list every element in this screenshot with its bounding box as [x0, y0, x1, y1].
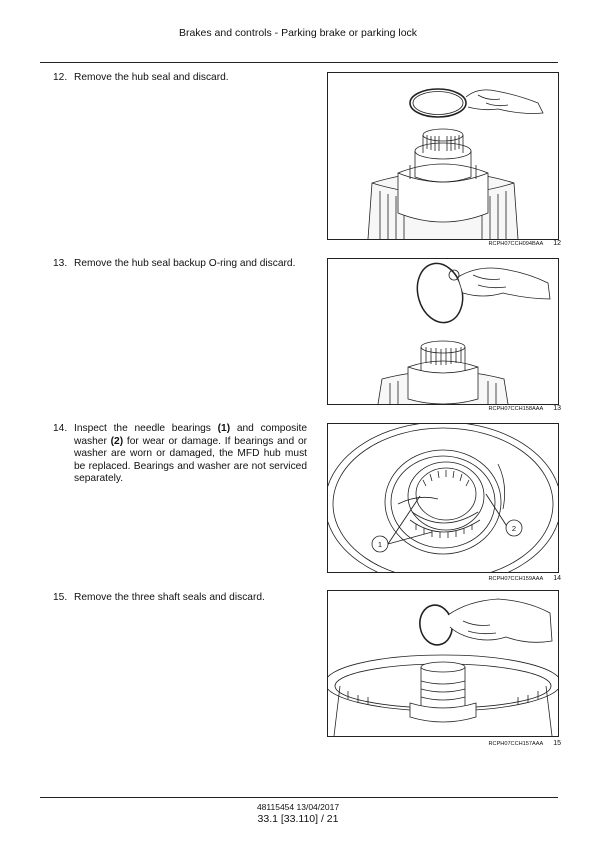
- figure-code: RCPH07CCH158AAA: [488, 406, 544, 412]
- figure-12-hub-seal-removal: [327, 72, 559, 240]
- step-text: Remove the hub seal backup O-ring and di…: [74, 258, 296, 269]
- step-14: 14. Inspect the needle bearings (1) and …: [53, 423, 307, 486]
- footer-page-number: 33.1 [33.110] / 21: [257, 813, 339, 825]
- figure-number: 12: [553, 240, 561, 247]
- callout-ref-1: (1): [217, 423, 231, 434]
- text-run: Inspect the needle bearings: [74, 423, 218, 434]
- figure-14-bearing-inspection: 1 2: [327, 423, 559, 573]
- figure-14-caption: RCPH07CCH159AAA 14: [327, 575, 561, 582]
- text-run: for wear or damage. If bearings and or w…: [74, 435, 307, 485]
- figure-13-caption: RCPH07CCH158AAA 13: [327, 405, 561, 412]
- step-number: 15.: [53, 592, 68, 603]
- hub-seal-illustration: [367, 88, 544, 239]
- footer-doc-id: 48115454 13/04/2017: [256, 802, 340, 812]
- figure-number: 14: [553, 575, 561, 582]
- page-header: Brakes and controls - Parking brake or p…: [178, 27, 418, 39]
- step-number: 12.: [53, 72, 68, 83]
- shaft-seal-illustration: [328, 598, 558, 736]
- step-text: Remove the hub seal and discard.: [74, 72, 229, 83]
- text-run: and composite washer: [74, 423, 307, 447]
- figure-15-shaft-seal-removal: [327, 590, 559, 737]
- callout-ref-2: (2): [110, 435, 124, 447]
- figure-code: RCPH07CCH094BAA: [488, 241, 544, 247]
- figure-code: RCPH07CCH159AAA: [488, 576, 544, 582]
- figure-number: 13: [553, 405, 561, 412]
- step-number: 14.: [53, 423, 68, 434]
- callout-2: 2: [512, 524, 516, 533]
- figure-15-caption: RCPH07CCH157AAA 15: [327, 740, 561, 747]
- step-15: 15. Remove the three shaft seals and dis…: [53, 592, 307, 605]
- callout-1: 1: [378, 540, 382, 549]
- figure-code: RCPH07CCH157AAA: [488, 741, 544, 747]
- bearing-illustration: 1 2: [328, 424, 558, 572]
- step-12: 12. Remove the hub seal and discard.: [53, 72, 307, 85]
- step-13: 13. Remove the hub seal backup O-ring an…: [53, 258, 307, 271]
- step-number: 13.: [53, 258, 68, 269]
- figure-12-caption: RCPH07CCH094BAA 12: [327, 240, 561, 247]
- figure-13-oring-removal: [327, 258, 559, 405]
- footer-rule: [40, 797, 558, 798]
- step-text: Inspect the needle bearings (1) and comp…: [74, 423, 307, 486]
- figure-number: 15: [553, 740, 561, 747]
- step-text: Remove the three shaft seals and discard…: [74, 592, 265, 603]
- header-rule: [40, 62, 558, 63]
- oring-illustration: [377, 262, 551, 404]
